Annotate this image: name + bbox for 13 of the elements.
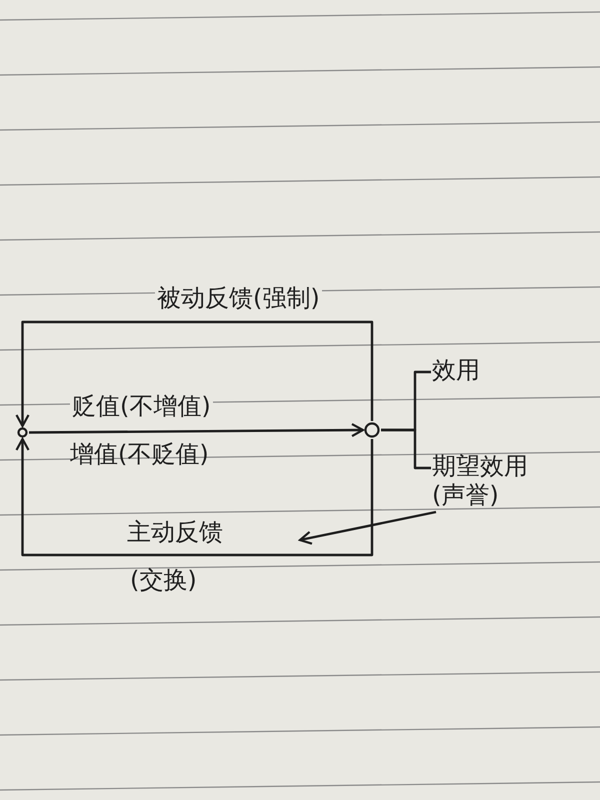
edge-label: 被动反馈(强制) (155, 284, 322, 313)
edge-label: 主动反馈 (125, 518, 225, 547)
node-label: 期望效用(声誉) (432, 452, 529, 510)
arrow (15, 438, 374, 556)
arrow (29, 422, 364, 438)
annotation-text: (交换) (130, 566, 197, 595)
junction-circle (364, 422, 380, 438)
arrow (15, 320, 374, 428)
arrow (298, 510, 436, 545)
annotation-text: 增值(不贬值) (70, 440, 209, 469)
junction-circle (17, 427, 28, 438)
node-label: 效用 (432, 356, 481, 385)
connector-line (381, 428, 431, 470)
